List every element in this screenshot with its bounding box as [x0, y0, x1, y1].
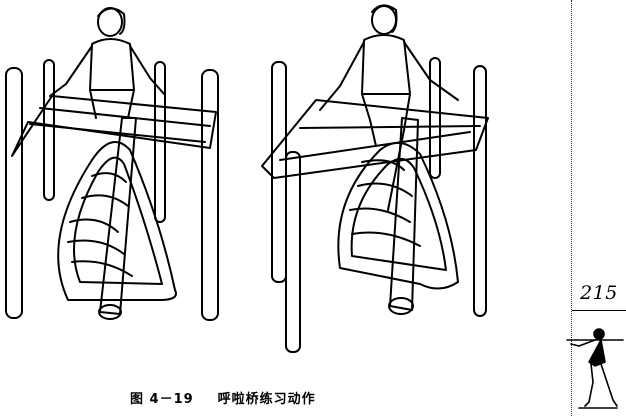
right-post-4	[473, 65, 487, 317]
right-rail	[261, 99, 489, 179]
figure-number: 图 4－19	[130, 391, 194, 407]
margin-dotted-rule	[571, 0, 572, 416]
left-rope-loop-outer	[57, 141, 177, 301]
left-rail	[11, 95, 217, 157]
left-post-1	[5, 67, 23, 319]
page-number-underline	[572, 310, 626, 311]
right-log-end	[388, 297, 414, 315]
right-person	[319, 4, 459, 211]
right-post-1	[271, 61, 287, 283]
left-post-4	[201, 69, 219, 321]
right-rope-loop-outer	[337, 142, 459, 290]
right-post-2	[285, 151, 301, 353]
hula-bridge-illustration	[5, 4, 489, 353]
figure-title: 呼啦桥练习动作	[217, 391, 316, 407]
right-panel	[261, 4, 489, 353]
exercising-person-icon	[565, 322, 626, 416]
right-post-3	[429, 57, 441, 179]
left-front-log	[99, 117, 137, 315]
left-log-end	[98, 304, 122, 320]
left-post-2	[43, 59, 55, 201]
figure-caption: 图 4－19 呼啦桥练习动作	[130, 386, 316, 408]
right-front-log	[389, 117, 419, 311]
left-panel	[5, 7, 219, 321]
page-number: 215	[580, 282, 618, 304]
figure-illustration	[5, 4, 489, 353]
left-person	[49, 7, 165, 119]
